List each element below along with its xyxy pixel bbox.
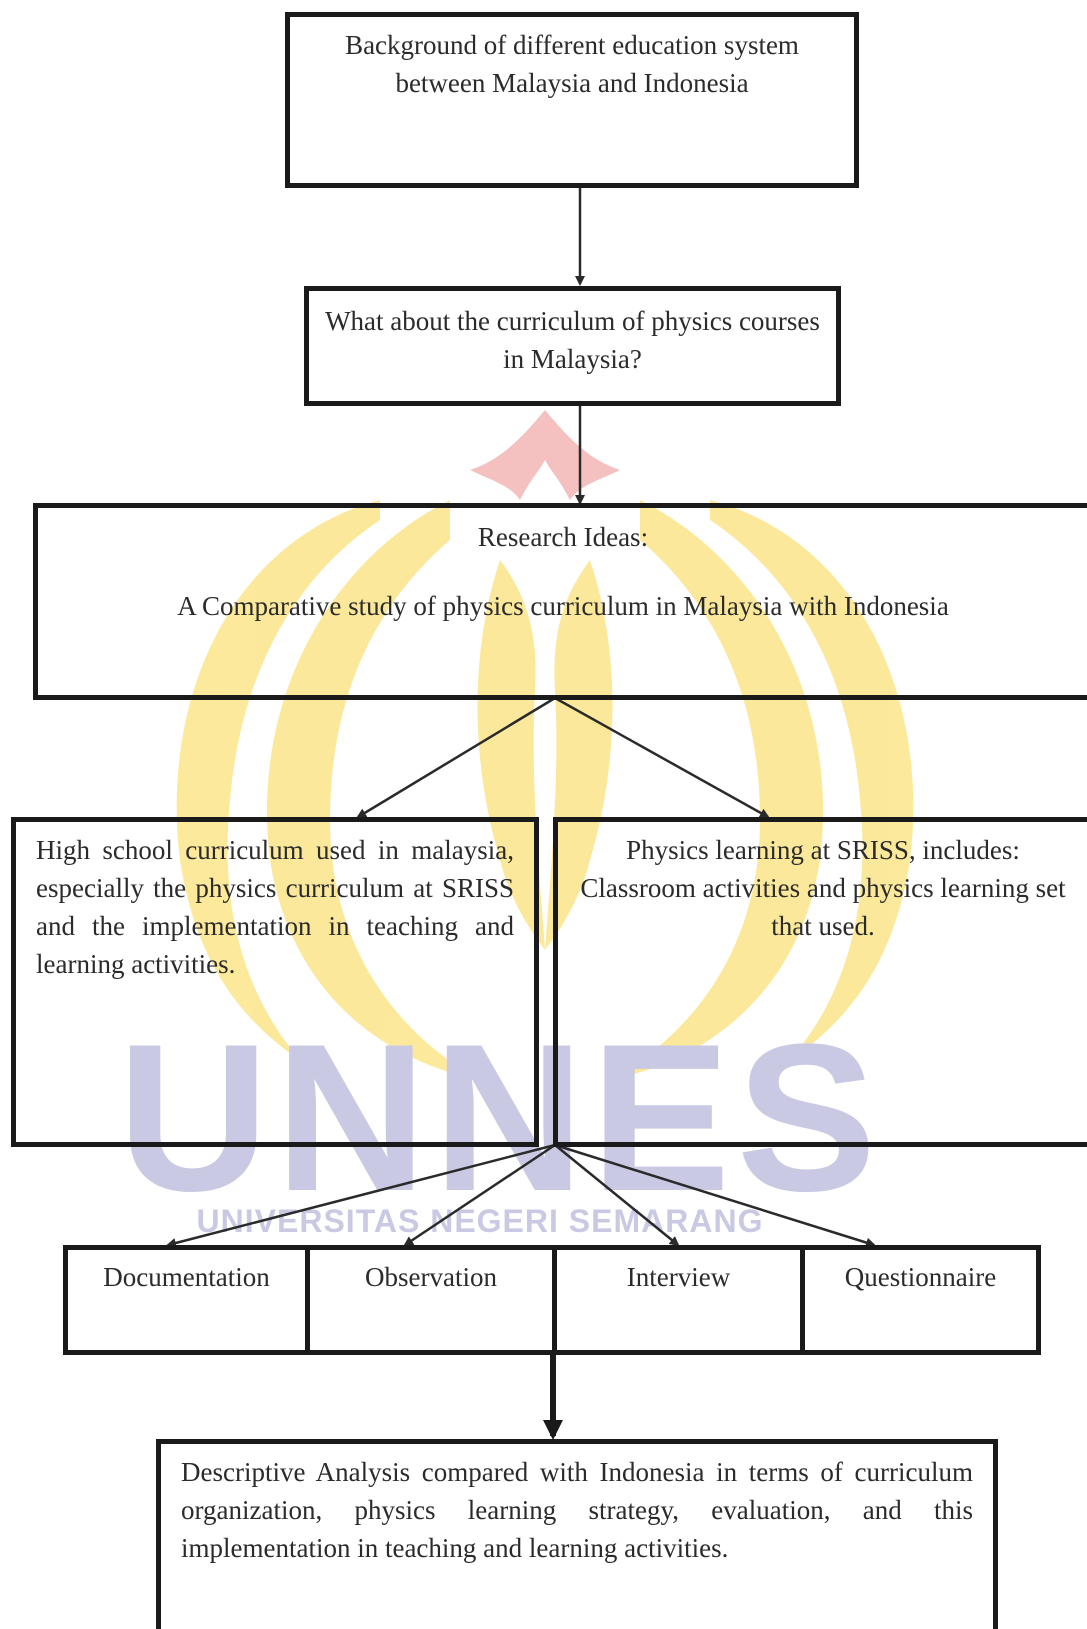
method-documentation-label: Documentation xyxy=(103,1262,270,1292)
research-ideas-box xyxy=(33,503,1087,700)
research-ideas-body: A Comparative study of physics curriculu… xyxy=(177,591,949,621)
background-text: Background of different education system… xyxy=(345,30,799,98)
arrow-research-to-physics-learning xyxy=(554,696,770,819)
question-box xyxy=(304,286,841,406)
method-questionnaire-label: Questionnaire xyxy=(844,1262,997,1292)
question-text: What about the curriculum of physics cou… xyxy=(325,306,820,374)
physics-learning-box xyxy=(553,817,1087,1147)
watermark-subtitle: UNIVERSITAS NEGERI SEMARANG xyxy=(197,1203,764,1239)
background-box xyxy=(285,12,859,188)
high-school-box xyxy=(11,817,539,1147)
arrow-to-documentation xyxy=(166,1143,556,1248)
method-interview-label: Interview xyxy=(626,1262,731,1292)
logo-leaves xyxy=(176,500,914,1080)
arrow-to-interview xyxy=(554,1144,680,1247)
analysis-box xyxy=(156,1439,998,1629)
arrow-to-questionnaire xyxy=(554,1143,876,1248)
watermark-logo-text: UNNES xyxy=(117,1000,882,1235)
method-observation-label: Observation xyxy=(365,1262,497,1292)
research-ideas-title: Research Ideas: xyxy=(477,522,649,552)
arrow-to-observation xyxy=(403,1143,556,1247)
arrow-research-to-highschool xyxy=(356,696,556,819)
physics-learning-text: Physics learning at SRISS, includes: Cla… xyxy=(580,835,1066,941)
high-school-text: High school curriculum used in malaysia,… xyxy=(36,835,514,979)
analysis-text: Descriptive Analysis compared with Indon… xyxy=(181,1457,973,1563)
logo-flame xyxy=(470,410,620,500)
method-questionnaire-box xyxy=(800,1245,1041,1355)
